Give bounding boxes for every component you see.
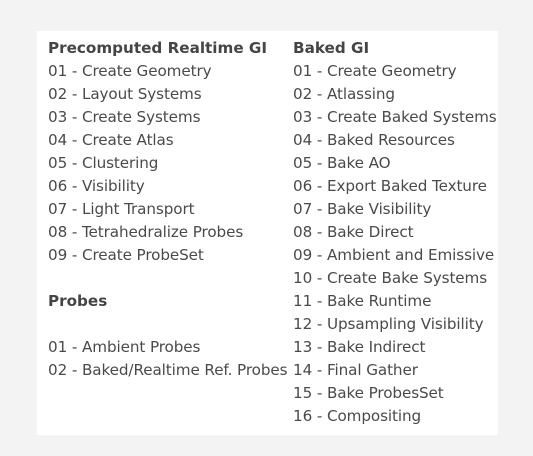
list-item: 04 - Create Atlas: [48, 131, 174, 149]
list-item: 03 - Create Baked Systems: [293, 108, 497, 126]
list-item: 08 - Tetrahedralize Probes: [48, 223, 244, 241]
list-item: 14 - Final Gather: [293, 361, 418, 379]
content-panel: Precomputed Realtime GI 01 - Create Geom…: [37, 31, 498, 435]
list-item: 03 - Create Systems: [48, 108, 201, 126]
list-item: 01 - Ambient Probes: [48, 338, 201, 356]
list-item: 07 - Light Transport: [48, 200, 195, 218]
list-item: 02 - Baked/Realtime Ref. Probes: [48, 361, 288, 379]
list-item: 15 - Bake ProbesSet: [293, 384, 444, 402]
list-item: 13 - Bake Indirect: [293, 338, 426, 356]
section-spacer: [48, 313, 293, 336]
list-item: 06 - Export Baked Texture: [293, 177, 487, 195]
list-item: 01 - Create Geometry: [293, 62, 457, 80]
list-item: 09 - Ambient and Emissive: [293, 246, 495, 264]
list-item: 16 - Compositing: [293, 407, 422, 425]
list-item: 10 - Create Bake Systems: [293, 269, 488, 287]
list-item: 09 - Create ProbeSet: [48, 246, 204, 264]
precomputed-realtime-gi-heading: Precomputed Realtime GI: [48, 39, 268, 57]
list-item: 12 - Upsampling Visibility: [293, 315, 484, 333]
list-item: 04 - Baked Resources: [293, 131, 455, 149]
right-column: Baked GI 01 - Create Geometry 02 - Atlas…: [293, 37, 498, 428]
list-item: 05 - Bake AO: [293, 154, 391, 172]
list-item: 02 - Atlassing: [293, 85, 395, 103]
list-item: 01 - Create Geometry: [48, 62, 212, 80]
list-item: 08 - Bake Direct: [293, 223, 414, 241]
section-spacer: [48, 267, 293, 290]
baked-gi-heading: Baked GI: [293, 39, 370, 57]
probes-heading: Probes: [48, 292, 108, 310]
list-item: 02 - Layout Systems: [48, 85, 202, 103]
list-item: 06 - Visibility: [48, 177, 145, 195]
left-column: Precomputed Realtime GI 01 - Create Geom…: [48, 37, 293, 382]
list-item: 07 - Bake Visibility: [293, 200, 432, 218]
list-item: 11 - Bake Runtime: [293, 292, 432, 310]
list-item: 05 - Clustering: [48, 154, 159, 172]
